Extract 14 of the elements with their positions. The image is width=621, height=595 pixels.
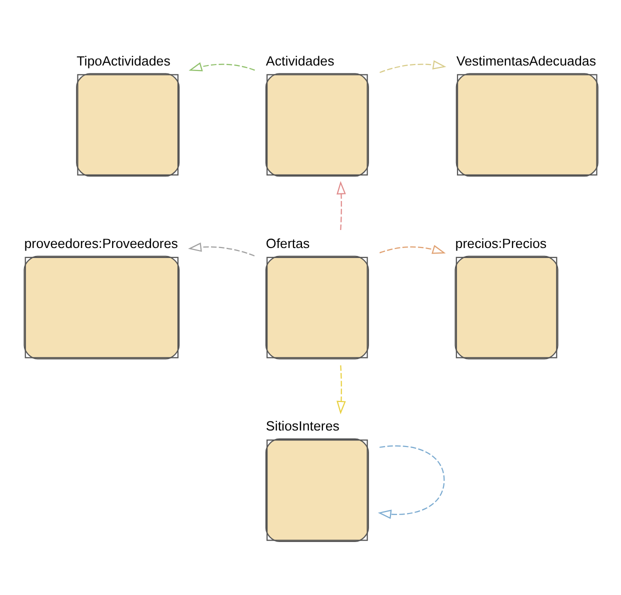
arrow: [336, 180, 346, 230]
arrow: [380, 244, 446, 254]
node-label: Ofertas: [266, 236, 310, 252]
node-label: SitiosInteres: [266, 418, 340, 434]
node-label: VestimentasAdecuadas: [456, 53, 596, 68]
arrow: [378, 445, 445, 519]
arrow: [380, 60, 446, 73]
arrow: [188, 242, 255, 256]
node-label: TipoActividades: [76, 53, 170, 68]
node-label: Actividades: [266, 53, 334, 68]
arrow: [188, 62, 255, 72]
node-label: proveedores:Proveedores: [24, 236, 178, 252]
arrow: [336, 365, 346, 414]
node-label: precios:Precios: [455, 236, 547, 252]
